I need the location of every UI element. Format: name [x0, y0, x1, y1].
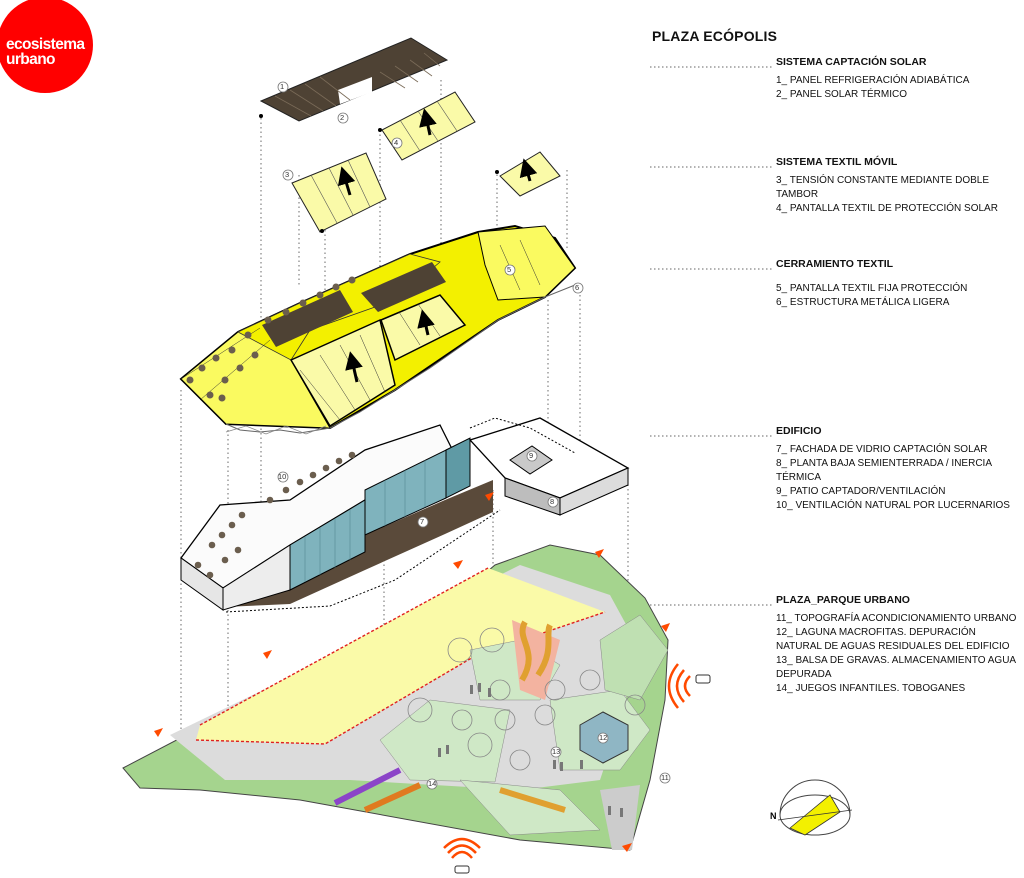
marker-5: 5: [507, 265, 512, 274]
plaza-layer: [122, 492, 711, 874]
legend-item: 14_ JUEGOS INFANTILES. TOBOGANES: [776, 683, 966, 694]
legend-leaders: [650, 66, 772, 606]
logo-line-1: ecosistema: [6, 36, 85, 53]
legend-item: 3_ TENSIÓN CONSTANTE MEDIANTE DOBLE TAMB…: [776, 175, 990, 200]
legend-item: 7_ FACHADA DE VIDRIO CAPTACIÓN SOLAR: [776, 444, 988, 455]
legend-heading: SISTEMA TEXTIL MÓVIL: [776, 156, 898, 168]
legend-items: 7_ FACHADA DE VIDRIO CAPTACIÓN SOLAR 8_ …: [776, 443, 1022, 513]
marker-8: 8: [550, 497, 555, 506]
legend-item: 12_ LAGUNA MACROFITAS. DEPURACIÓN NATURA…: [776, 627, 1010, 652]
legend-item: 8_ PLANTA BAJA SEMIENTERRADA / INERCIA T…: [776, 458, 992, 483]
legend-item: 9_ PATIO CAPTADOR/VENTILACIÓN: [776, 486, 946, 497]
legend-items: 1_ PANEL REFRIGERACIÓN ADIABÁTICA 2_ PAN…: [776, 74, 1022, 102]
building-layer: [180, 417, 630, 613]
legend-item: 13_ BALSA DE GRAVAS. ALMACENAMIENTO AGUA…: [776, 655, 1016, 680]
legend-item: 2_ PANEL SOLAR TÉRMICO: [776, 89, 907, 100]
marker-13: 13: [552, 747, 561, 756]
page-title: PLAZA ECÓPOLIS: [652, 28, 778, 44]
legend-heading: CERRAMIENTO TEXTIL: [776, 258, 894, 270]
compass-north-label: N: [770, 811, 777, 821]
marker-3: 3: [285, 170, 290, 179]
legend-item: 5_ PANTALLA TEXTIL FIJA PROTECCIÓN: [776, 283, 968, 294]
legend-heading: EDIFICIO: [776, 425, 822, 437]
legend-heading: SISTEMA CAPTACIÓN SOLAR: [776, 56, 927, 68]
legend-items: 11_ TOPOGRAFÍA ACONDICIONAMIENTO URBANO …: [776, 612, 1022, 696]
legend-item: 4_ PANTALLA TEXTIL DE PROTECCIÓN SOLAR: [776, 203, 998, 214]
legend-item: 10_ VENTILACIÓN NATURAL POR LUCERNARIOS: [776, 500, 1010, 511]
legend-item: 11_ TOPOGRAFÍA ACONDICIONAMIENTO URBANO: [776, 613, 1017, 624]
marker-11: 11: [661, 773, 669, 782]
logo-disc: [0, 0, 93, 93]
legend-item: 1_ PANEL REFRIGERACIÓN ADIABÁTICA: [776, 75, 970, 86]
marker-7: 7: [420, 517, 425, 526]
marker-4: 4: [394, 138, 399, 147]
north-compass: [777, 779, 853, 836]
legend-items: 5_ PANTALLA TEXTIL FIJA PROTECCIÓN 6_ ES…: [776, 282, 1022, 310]
marker-2: 2: [340, 113, 345, 122]
legend-heading: PLAZA_PARQUE URBANO: [776, 594, 910, 606]
marker-10: 10: [278, 472, 287, 481]
marker-9: 9: [529, 451, 534, 460]
marker-12: 12: [599, 733, 608, 742]
traffic-sound-icon: [443, 663, 691, 859]
logo-line-2: urbano: [6, 51, 56, 68]
number-markers: [277, 81, 671, 790]
marker-14: 14: [428, 779, 437, 788]
legend-item: 6_ ESTRUCTURA METÁLICA LIGERA: [776, 297, 950, 308]
marker-6: 6: [575, 283, 580, 292]
marker-1: 1: [280, 82, 285, 91]
logo: ecosistema urbano: [0, 0, 95, 95]
textile-roof-layer: [179, 224, 577, 435]
solar-panel-layer: [259, 37, 561, 233]
legend-items: 3_ TENSIÓN CONSTANTE MEDIANTE DOBLE TAMB…: [776, 174, 1022, 216]
